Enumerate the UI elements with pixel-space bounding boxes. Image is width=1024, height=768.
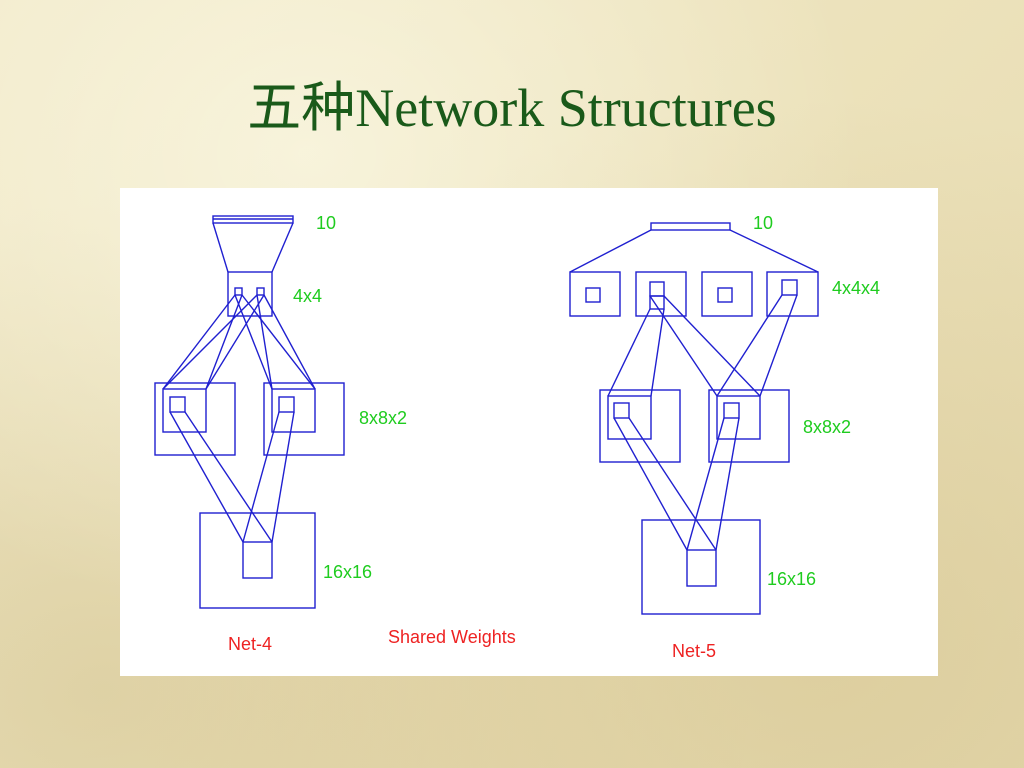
network-diagram	[154, 215, 819, 615]
net5-hidden2-map	[569, 271, 621, 317]
net5-hidden2-map	[766, 271, 819, 317]
net5-input-window	[686, 549, 717, 587]
net4-hidden2-unit	[256, 287, 265, 296]
net5-hidden2-label: 4x4x4	[832, 278, 881, 298]
net4-hidden1-unit	[169, 396, 186, 413]
net4-hidden2-layer	[227, 271, 273, 317]
net5-diagram	[569, 222, 819, 615]
net5-hidden1-unit	[723, 402, 740, 419]
net5-output-layer	[650, 222, 731, 231]
net5-input-layer	[641, 519, 761, 615]
net4-hidden1-window	[162, 388, 207, 433]
net4-funnel-line	[212, 222, 229, 273]
net5-output-label: 10	[753, 213, 774, 233]
net4-input-label: 16x16	[323, 562, 373, 582]
net4-hidden1-map	[154, 382, 236, 456]
net5-hidden2-unit	[717, 287, 733, 303]
net4-hidden1-label: 8x8x2	[359, 408, 408, 428]
net5-hidden1-map	[708, 389, 790, 463]
net5-hidden2-unit	[781, 279, 798, 296]
net5-hidden1-window	[716, 395, 761, 440]
net4-hidden2-unit	[234, 287, 243, 296]
diagram-panel: 10 4x4 8x8x2 16x16 Net-4 Shared Weights …	[120, 188, 938, 676]
net4-diagram	[154, 215, 345, 609]
net4-input-layer	[199, 512, 316, 609]
net5-name-label: Net-5	[672, 641, 717, 661]
net5-hidden2-unit	[649, 295, 665, 310]
net5-hidden1-unit	[613, 402, 630, 419]
net4-hidden1-unit	[278, 396, 295, 413]
net4-funnel-line	[271, 222, 294, 273]
net5-hidden1-window	[607, 395, 652, 440]
net5-hidden1-label: 8x8x2	[803, 417, 852, 437]
net5-input-label: 16x16	[767, 569, 817, 589]
net5-hidden2-unit	[585, 287, 601, 303]
slide-title: 五种Network Structures	[247, 78, 777, 138]
net5-hidden2-map	[701, 271, 753, 317]
net5-hidden2-map	[635, 271, 687, 317]
net5-hidden1-map	[599, 389, 681, 463]
net4-name-label: Net-4	[228, 634, 273, 654]
net4-input-window	[242, 541, 273, 579]
net4-output-label: 10	[316, 213, 337, 233]
net5-hidden2-unit	[649, 281, 665, 297]
net4-hidden1-map	[263, 382, 345, 456]
net4-hidden2-label: 4x4	[293, 286, 323, 306]
shared-weights-label: Shared Weights	[388, 627, 516, 647]
net4-hidden1-window	[271, 388, 316, 433]
